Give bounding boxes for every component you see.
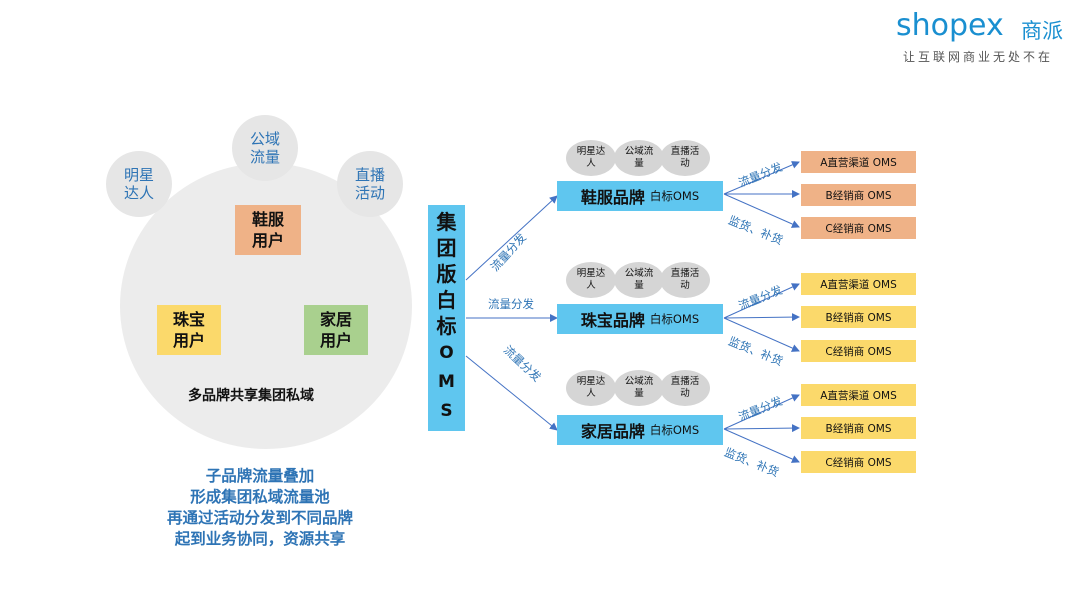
brand-source-live-event: 直播活动 [660,140,710,176]
group-oms-char: 版 [436,262,457,286]
group-oms-char: 白 [436,288,457,312]
shopex-logo-cn: 商派 [1021,19,1063,43]
brand-name: 珠宝品牌 [580,311,645,330]
brand-oms-label: 白标OMS [649,189,700,203]
brand-source-public-traffic: 公域流量 [614,262,664,298]
summary-line-3: 再通过活动分发到不同品牌 [166,509,353,527]
summary-line-2: 形成集团私域流量池 [190,488,330,506]
channel-box-dealer-c: C经销商 OMS [801,217,916,239]
channel-arrows [723,161,800,463]
brand-source-celebrity: 明星达人 [566,370,616,406]
user-box-jewelry: 珠宝用户 [157,305,221,355]
group-oms-char: 标 [436,314,457,338]
channel-box-direct: A直营渠道 OMS [801,273,916,295]
group-oms-char: 团 [436,236,457,260]
dispatch-label-jewelry: 流量分发 [488,297,534,311]
brand-bar-apparel: 鞋服品牌 白标OMS [557,181,723,211]
channel-box-dealer-c: C经销商 OMS [801,451,916,473]
user-box-home: 家居用户 [304,305,368,355]
brand-oms-label: 白标OMS [649,312,700,326]
brand-name: 家居品牌 [580,422,645,441]
logo-tagline: 让互联网商业无处不在 [903,50,1054,64]
source-circle-public-traffic: 公域流量 [232,115,298,181]
dispatch-arrows [465,195,558,431]
brand-source-public-traffic: 公域流量 [614,140,664,176]
user-box-apparel: 鞋服用户 [235,205,301,255]
brand-bar-home: 家居品牌 白标OMS [557,415,723,445]
brand-source-celebrity: 明星达人 [566,140,616,176]
pool-caption: 多品牌共享集团私域 [188,388,314,404]
source-circle-celebrity: 明星达人 [106,151,172,217]
channel-box-direct: A直营渠道 OMS [801,384,916,406]
brand-source-public-traffic: 公域流量 [614,370,664,406]
summary-line-4: 起到业务协同，资源共享 [174,530,346,548]
group-oms-char: S [440,401,453,421]
channel-box-dealer-c: C经销商 OMS [801,340,916,362]
brand-source-live-event: 直播活动 [660,262,710,298]
shopex-logo-wordmark: shopex [896,8,1004,43]
brand-source-live-event: 直播活动 [660,370,710,406]
group-oms-box [428,205,465,431]
channel-box-dealer-b: B经销商 OMS [801,184,916,206]
channel-box-direct: A直营渠道 OMS [801,151,916,173]
group-oms-char: O [439,343,454,363]
summary-line-1: 子品牌流量叠加 [205,467,315,485]
brand-source-celebrity: 明星达人 [566,262,616,298]
brand-name: 鞋服品牌 [580,188,645,207]
brand-bar-jewelry: 珠宝品牌 白标OMS [557,304,723,334]
brand-oms-label: 白标OMS [649,423,700,437]
group-oms-char: 集 [436,210,457,234]
source-circle-live-event: 直播活动 [337,151,403,217]
channel-box-dealer-b: B经销商 OMS [801,306,916,328]
channel-box-dealer-b: B经销商 OMS [801,417,916,439]
group-oms-char: M [438,372,455,392]
